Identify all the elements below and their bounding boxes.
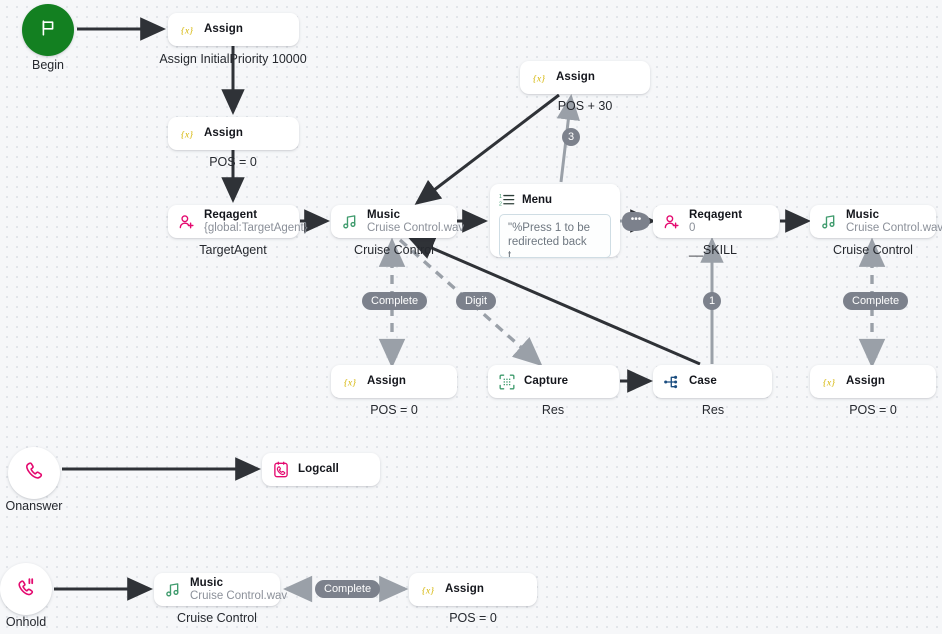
node-title: Assign — [367, 375, 406, 387]
node-assign-pos0-right[interactable]: {x} Assign — [810, 365, 936, 398]
node-title: Music — [190, 576, 224, 589]
node-assign-initial[interactable]: {x} Assign — [168, 13, 299, 46]
music-note-icon — [341, 213, 359, 231]
caption-assign-pos0-bottom: POS = 0 — [449, 611, 497, 625]
edge-badge-ellipsis[interactable]: ••• — [622, 212, 650, 231]
node-menu[interactable]: 1 2 Menu "%Press 1 to be redirected back… — [490, 184, 620, 258]
menu-prompt-field[interactable]: "%Press 1 to be redirected back t… — [499, 214, 611, 258]
numbered-list-icon: 1 2 — [499, 192, 515, 208]
edge-label-three[interactable]: 3 — [562, 128, 580, 146]
node-title: Assign — [846, 375, 885, 387]
branch-icon — [663, 373, 681, 391]
node-title: Assign — [204, 127, 243, 139]
caption-assign-pos0-right: POS = 0 — [849, 403, 897, 417]
node-title: Logcall — [298, 463, 339, 475]
node-reqagent-skill[interactable]: Reqagent 0 — [653, 205, 779, 238]
node-subtitle: 0 — [689, 221, 696, 234]
node-music-cruise-bottom[interactable]: Music Cruise Control.wav — [154, 573, 288, 606]
node-assign-pos0-mid[interactable]: {x} Assign — [331, 365, 457, 398]
node-capture[interactable]: Capture — [488, 365, 619, 398]
node-logcall[interactable]: Logcall — [262, 453, 380, 486]
edge-label-complete-right[interactable]: Complete — [843, 292, 909, 310]
edge-label-complete-bottom[interactable]: Complete — [315, 580, 381, 598]
variable-icon: {x} — [419, 581, 437, 599]
caption-music-cruise-bottom: Cruise Control — [177, 611, 257, 625]
caption-reqagent-target: TargetAgent — [199, 243, 267, 257]
node-onanswer[interactable] — [8, 447, 60, 499]
node-music-cruise-right[interactable]: Music Cruise Control.wav — [810, 205, 942, 238]
music-note-icon — [820, 213, 838, 231]
svg-text:{x}: {x} — [823, 377, 835, 388]
caption-capture: Res — [541, 403, 565, 417]
log-phone-icon — [272, 461, 290, 479]
node-title: Assign — [556, 71, 595, 83]
flag-icon — [38, 18, 58, 43]
variable-icon: {x} — [530, 69, 548, 87]
svg-text:{x}: {x} — [181, 129, 193, 140]
node-title: Case — [689, 375, 717, 387]
caption-music-cruise-right: Cruise Control — [833, 243, 913, 257]
node-title: Music — [846, 208, 880, 221]
svg-text:1: 1 — [499, 194, 502, 200]
node-assign-pos30[interactable]: {x} Assign — [520, 61, 650, 94]
caption-case: Res — [701, 403, 725, 417]
node-title: Reqagent — [689, 208, 743, 221]
variable-icon: {x} — [178, 21, 196, 39]
node-subtitle: Cruise Control.wav — [367, 221, 465, 234]
caption-onhold: Onhold — [5, 615, 47, 629]
variable-icon: {x} — [178, 125, 196, 143]
svg-text:{x}: {x} — [533, 73, 545, 84]
menu-header: 1 2 Menu — [499, 192, 611, 208]
node-title: Capture — [524, 375, 569, 387]
svg-text:{x}: {x} — [344, 377, 356, 388]
node-title: Assign — [204, 23, 243, 35]
node-begin[interactable] — [22, 4, 74, 56]
node-subtitle: Cruise Control.wav — [846, 221, 942, 234]
music-note-icon — [164, 581, 182, 599]
node-title: Menu — [522, 194, 553, 206]
capture-frame-icon — [498, 373, 516, 391]
node-assign-pos0-top[interactable]: {x} Assign — [168, 117, 299, 150]
variable-icon: {x} — [341, 373, 359, 391]
add-user-icon — [663, 213, 681, 231]
node-assign-pos0-bottom[interactable]: {x} Assign — [409, 573, 537, 606]
node-onhold[interactable] — [0, 563, 52, 615]
svg-text:2: 2 — [499, 201, 502, 207]
node-reqagent-target[interactable]: Reqagent {global:TargetAgent} — [168, 205, 308, 238]
caption-reqagent-skill: __SKILL — [689, 243, 737, 257]
caption-assign-pos0-top: POS = 0 — [209, 155, 257, 169]
caption-begin: Begin — [32, 58, 64, 72]
caption-music-cruise-main: Cruise Control — [354, 243, 434, 257]
node-music-cruise-main[interactable]: Music Cruise Control.wav — [331, 205, 465, 238]
node-subtitle: {global:TargetAgent} — [204, 221, 308, 234]
node-case[interactable]: Case — [653, 365, 772, 398]
node-title: Music — [367, 208, 401, 221]
phone-icon — [23, 460, 45, 487]
caption-assign-pos30: POS + 30 — [557, 99, 613, 113]
edge-label-complete-main[interactable]: Complete — [362, 292, 428, 310]
phone-pause-icon — [15, 576, 37, 603]
svg-text:{x}: {x} — [422, 585, 434, 596]
caption-onanswer: Onanswer — [5, 499, 63, 513]
add-user-icon — [178, 213, 196, 231]
svg-text:{x}: {x} — [181, 25, 193, 36]
variable-icon: {x} — [820, 373, 838, 391]
node-title: Assign — [445, 583, 484, 595]
caption-assign-initial: Assign InitialPriority 10000 — [159, 52, 307, 66]
edge-label-digit[interactable]: Digit — [456, 292, 497, 310]
caption-assign-pos0-mid: POS = 0 — [370, 403, 418, 417]
edge-label-one[interactable]: 1 — [703, 292, 721, 310]
node-subtitle: Cruise Control.wav — [190, 589, 288, 602]
node-title: Reqagent — [204, 208, 258, 221]
